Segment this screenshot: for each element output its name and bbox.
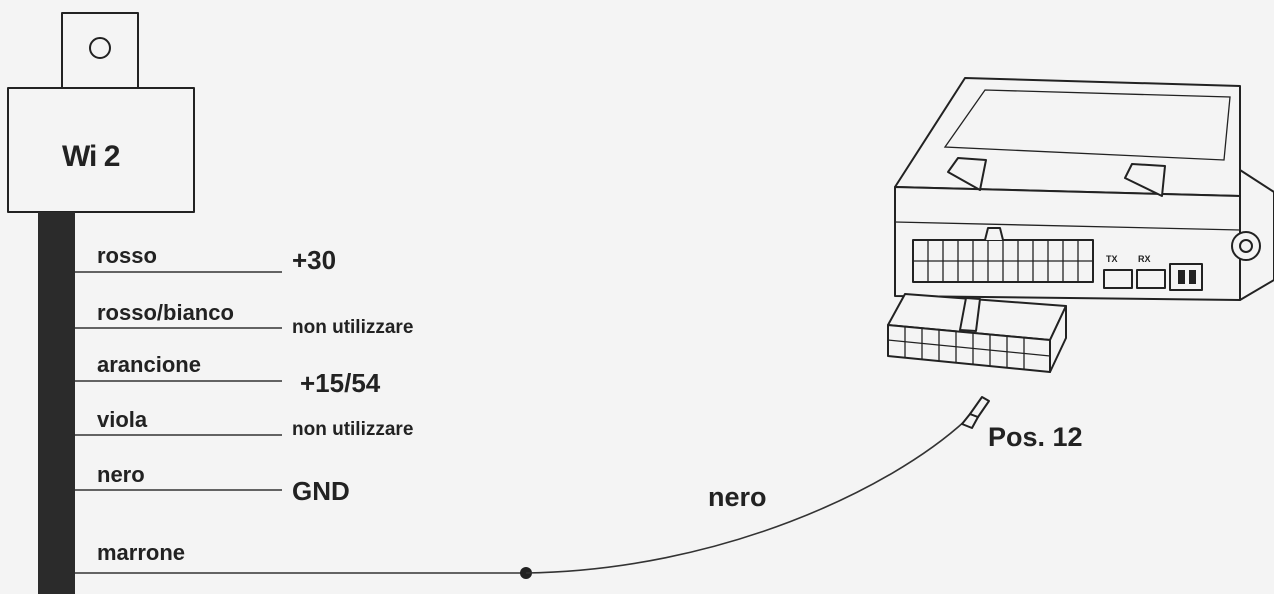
main-socket [912, 227, 1094, 283]
relay-title: Wi 2 [62, 140, 120, 173]
pin-position-label: Pos. 12 [988, 422, 1083, 452]
wire-color-label: nero [97, 462, 145, 487]
wire-viola: viola non utilizzare [75, 407, 413, 440]
wire-arancione: arancione +15/54 [75, 352, 381, 398]
wire-function-label: non utilizzare [292, 317, 413, 338]
relay-body: Wi 2 [7, 87, 195, 213]
crimp-pin [961, 396, 990, 429]
wire-marrone: marrone [75, 540, 526, 574]
serial-ports: TX RX [1103, 254, 1203, 291]
wire-rosso: rosso +30 [75, 243, 336, 275]
wire-bundle [38, 212, 75, 594]
wire-nero: nero GND [75, 462, 350, 506]
wire-function-label: +15/54 [300, 368, 381, 398]
rx-label: RX [1138, 254, 1151, 264]
wire-function-label: GND [292, 476, 350, 506]
wire-color-label: viola [97, 407, 148, 432]
cable-label: nero [708, 482, 767, 512]
wire-function-label: +30 [292, 245, 336, 275]
wire-rosso-bianco: rosso/bianco non utilizzare [75, 300, 413, 338]
cable-to-module: nero Pos. 12 [520, 396, 1083, 579]
plug-connector [887, 293, 1067, 373]
wire-function-label: non utilizzare [292, 419, 413, 440]
tx-label: TX [1106, 254, 1118, 264]
control-module: TX RX [894, 77, 1274, 301]
wire-color-label: marrone [97, 540, 185, 565]
wire-color-label: rosso/bianco [97, 300, 234, 325]
wire-color-label: rosso [97, 243, 157, 268]
wire-color-label: arancione [97, 352, 201, 377]
black-cable [525, 419, 967, 574]
relay-mount-tab [61, 12, 139, 89]
